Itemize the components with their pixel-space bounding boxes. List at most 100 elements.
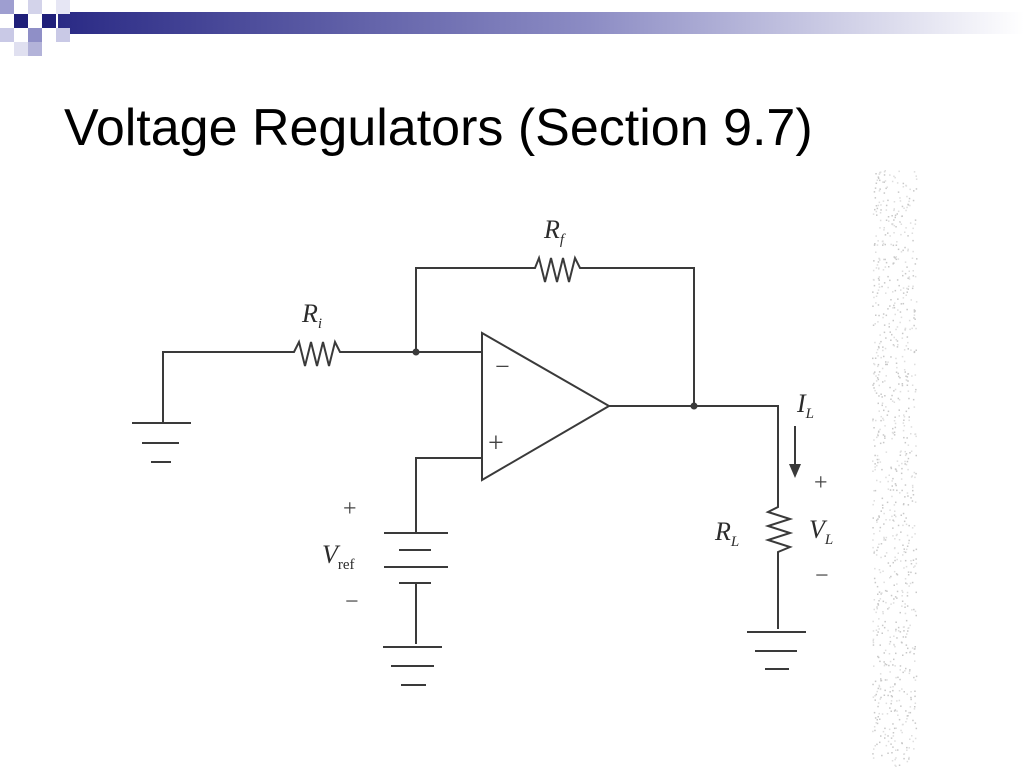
load-voltage-minus: −	[815, 563, 829, 589]
noise-speck	[895, 371, 898, 373]
input-wire	[162, 351, 291, 424]
noise-speck	[878, 591, 881, 593]
noise-speck	[881, 285, 883, 288]
noise-speck	[893, 570, 896, 573]
noise-speck	[894, 388, 897, 391]
noise-speck	[906, 206, 908, 209]
label-subscript: L	[730, 534, 739, 550]
noise-speck	[893, 401, 896, 403]
noise-speck	[908, 585, 910, 587]
noise-speck	[902, 591, 904, 593]
noise-speck	[882, 730, 885, 733]
noise-speck	[914, 695, 916, 698]
noise-speck	[894, 556, 896, 558]
noise-speck	[904, 463, 906, 465]
noise-speck	[876, 719, 878, 721]
noise-speck	[874, 466, 876, 468]
noise-speck	[913, 608, 915, 611]
noise-speck	[901, 462, 903, 465]
noise-speck	[886, 590, 888, 592]
noise-speck	[895, 470, 898, 472]
noise-speck	[904, 484, 907, 486]
noise-speck	[911, 327, 913, 330]
noise-speck	[896, 597, 898, 599]
noise-speck	[911, 735, 913, 737]
noise-speck	[879, 428, 881, 431]
noise-speck	[882, 570, 884, 572]
noise-speck	[891, 394, 893, 397]
noise-speck	[881, 754, 883, 757]
noise-speck	[877, 434, 879, 437]
noise-speck	[895, 727, 897, 729]
noise-speck	[900, 233, 902, 236]
noise-speck	[878, 515, 880, 517]
noise-speck	[905, 517, 907, 519]
noise-speck	[873, 577, 876, 580]
noise-speck	[879, 530, 881, 532]
noise-speck	[874, 581, 877, 584]
noise-speck	[914, 706, 916, 708]
noise-speck	[875, 693, 877, 696]
noise-speck	[904, 551, 907, 554]
noise-speck	[872, 418, 874, 420]
noise-speck	[904, 559, 907, 562]
noise-speck	[912, 486, 914, 489]
noise-speck	[883, 181, 885, 183]
noise-speck	[898, 764, 901, 766]
noise-speck	[878, 371, 881, 373]
noise-speck	[883, 512, 885, 515]
noise-speck	[908, 539, 910, 542]
noise-speck	[905, 185, 908, 187]
noise-speck	[901, 600, 904, 602]
noise-speck	[915, 188, 918, 190]
noise-speck	[878, 173, 881, 175]
noise-speck	[895, 749, 897, 751]
noise-speck	[899, 492, 901, 494]
noise-speck	[883, 227, 885, 229]
noise-speck	[895, 484, 897, 487]
noise-speck	[906, 291, 908, 293]
noise-speck	[878, 410, 880, 412]
noise-speck	[901, 383, 904, 385]
noise-speck	[894, 176, 896, 179]
noise-speck	[907, 444, 910, 446]
noise-speck	[902, 429, 905, 432]
noise-speck	[903, 436, 905, 439]
noise-speck	[878, 618, 880, 620]
noise-speck	[883, 282, 886, 284]
noise-speck	[873, 296, 875, 299]
label-symbol: I	[796, 389, 807, 418]
label-subscript: L	[805, 406, 814, 422]
noise-speck	[889, 279, 891, 282]
load-resistor-label: RL	[714, 517, 739, 550]
noise-speck	[884, 733, 887, 736]
noise-speck	[879, 571, 882, 574]
label-symbol: R	[301, 299, 318, 328]
noise-speck	[909, 222, 912, 224]
noise-speck	[914, 433, 917, 435]
noise-speck	[913, 324, 915, 327]
noise-speck	[876, 292, 879, 294]
noise-speck	[877, 261, 880, 263]
noise-speck	[901, 355, 904, 358]
noise-speck	[877, 374, 880, 376]
noise-speck	[914, 646, 916, 648]
noise-speck	[895, 765, 897, 767]
noise-speck	[890, 356, 892, 358]
noise-speck	[904, 496, 906, 498]
noise-speck	[882, 346, 884, 348]
noise-speck	[885, 519, 887, 521]
noise-speck	[872, 527, 874, 529]
label-symbol: R	[543, 215, 560, 244]
noise-speck	[883, 581, 885, 584]
noise-speck	[903, 757, 905, 760]
noise-speck	[875, 182, 878, 184]
noise-speck	[905, 565, 908, 568]
noise-speck	[913, 171, 916, 173]
noise-speck	[902, 186, 905, 188]
noise-speck	[888, 606, 890, 609]
noise-speck	[914, 572, 917, 575]
noise-speck	[906, 693, 908, 695]
noise-speck	[879, 179, 881, 182]
noise-speck	[882, 316, 884, 319]
